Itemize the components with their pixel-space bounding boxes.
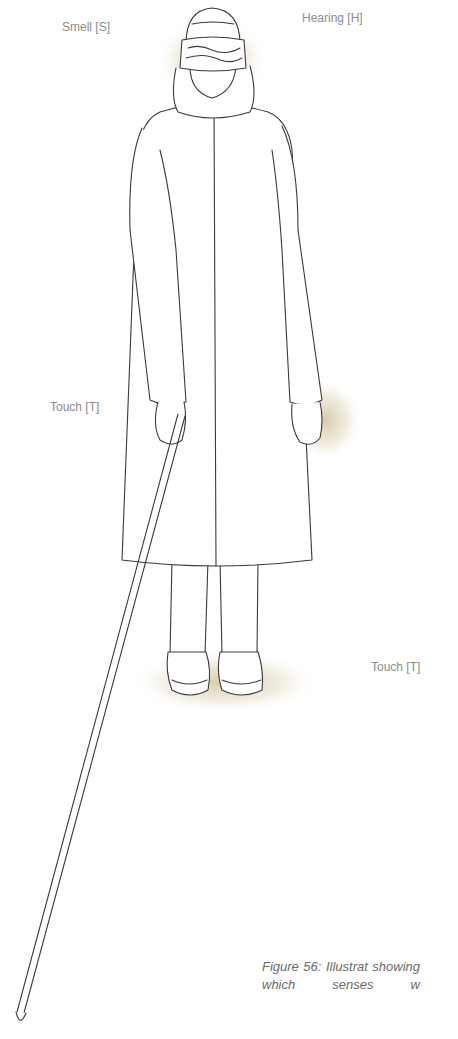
cane: [17, 414, 178, 1012]
sleeve: [272, 126, 322, 405]
hood: [173, 66, 254, 118]
sense-label: Hearing [H]: [302, 11, 363, 25]
shoe-sole: [172, 680, 207, 684]
sense-glow: [130, 650, 320, 714]
shoe-sole: [222, 680, 261, 684]
coat-zip: [214, 104, 216, 566]
blindfold-fold: [186, 55, 242, 61]
leg: [220, 560, 258, 655]
sense-label: Smell [S]: [62, 20, 110, 34]
cane-tip: [16, 1012, 26, 1020]
hand: [292, 402, 322, 444]
blindfold: [180, 37, 246, 71]
shoe: [218, 652, 262, 695]
leg: [170, 560, 208, 655]
shoe: [167, 652, 210, 695]
blindfold-fold: [188, 46, 240, 52]
beanie-fold: [192, 22, 234, 24]
cane: [24, 416, 185, 1013]
sleeve: [130, 128, 186, 405]
sense-label: Touch [T]: [371, 660, 420, 674]
figure-caption: Figure 56: Illustrat showing which sense…: [262, 958, 420, 994]
hand: [155, 402, 185, 444]
sense-label: Touch [T]: [50, 400, 99, 414]
